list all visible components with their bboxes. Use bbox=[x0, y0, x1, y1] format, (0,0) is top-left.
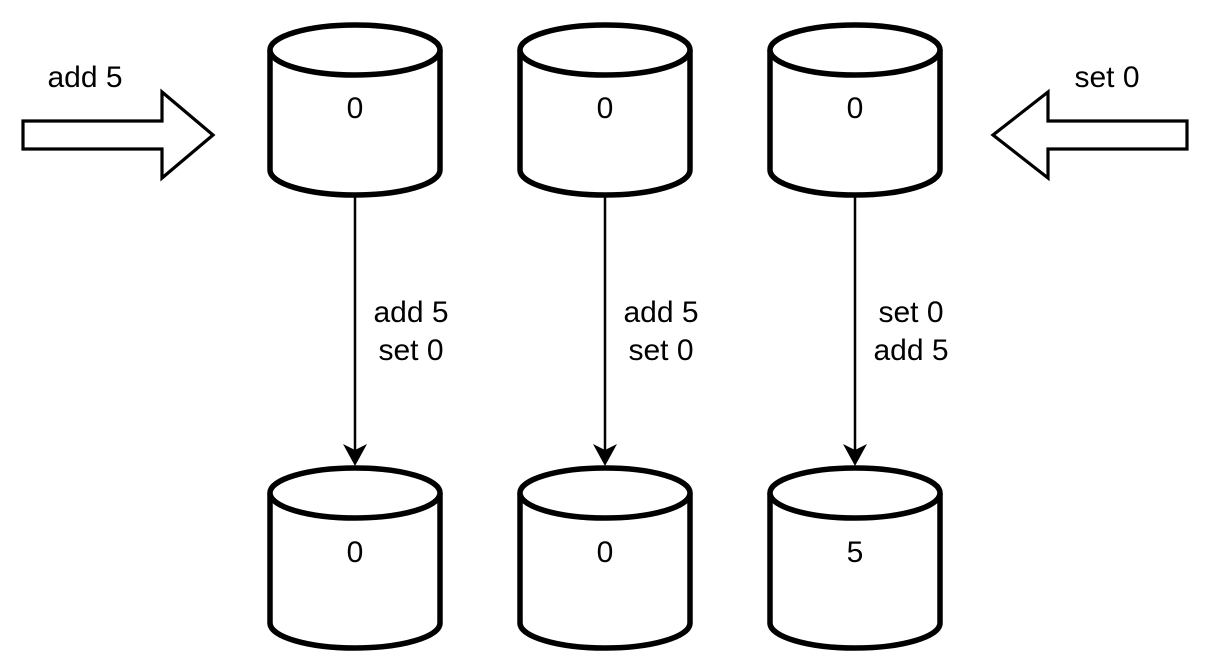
database-icon bbox=[267, 50, 443, 198]
transition-3-op-1: set 0 bbox=[878, 296, 943, 329]
db-cylinder-bottom-2: 0 bbox=[517, 465, 693, 651]
incoming-request-right-label: set 0 bbox=[1074, 61, 1139, 94]
db-cylinder-bottom-3: 5 bbox=[767, 465, 943, 651]
transition-arrow-3: set 0 add 5 bbox=[843, 197, 949, 466]
transition-2-op-2: set 0 bbox=[628, 334, 693, 367]
db-cylinder-top-3: 0 bbox=[767, 22, 943, 198]
transition-3-op-2: add 5 bbox=[873, 334, 948, 367]
incoming-request-left: add 5 bbox=[21, 61, 216, 182]
transition-arrow-1: add 5 set 0 bbox=[343, 197, 449, 466]
db-cylinder-top-1: 0 bbox=[267, 22, 443, 198]
transition-1-op-2: set 0 bbox=[378, 334, 443, 367]
db-value-bottom-2: 0 bbox=[597, 536, 614, 569]
db-cylinder-bottom-1: 0 bbox=[267, 465, 443, 651]
left-block-arrow-icon bbox=[990, 88, 1189, 182]
database-icon-top bbox=[767, 22, 943, 78]
arrow-head-icon bbox=[593, 444, 617, 466]
db-value-bottom-1: 0 bbox=[347, 536, 364, 569]
db-cylinder-top-2: 0 bbox=[517, 22, 693, 198]
incoming-request-left-label: add 5 bbox=[47, 61, 122, 94]
database-icon bbox=[517, 493, 693, 651]
database-icon-top bbox=[517, 22, 693, 78]
database-icon-top bbox=[267, 22, 443, 78]
db-value-top-3: 0 bbox=[847, 92, 864, 125]
transition-arrow-2: add 5 set 0 bbox=[593, 197, 699, 466]
transition-1-op-1: add 5 bbox=[373, 296, 448, 329]
transition-2-op-1: add 5 bbox=[623, 296, 698, 329]
db-value-top-2: 0 bbox=[597, 92, 614, 125]
database-icon-top bbox=[267, 465, 443, 521]
arrow-head-icon bbox=[343, 444, 367, 466]
incoming-request-right: set 0 bbox=[990, 61, 1189, 182]
database-icon-top bbox=[517, 465, 693, 521]
db-value-bottom-3: 5 bbox=[847, 536, 864, 569]
database-icon bbox=[267, 493, 443, 651]
db-value-top-1: 0 bbox=[347, 92, 364, 125]
arrow-head-icon bbox=[843, 444, 867, 466]
database-icon bbox=[517, 50, 693, 198]
database-icon bbox=[767, 493, 943, 651]
right-block-arrow-icon bbox=[21, 88, 216, 182]
database-icon bbox=[767, 50, 943, 198]
database-icon-top bbox=[767, 465, 943, 521]
